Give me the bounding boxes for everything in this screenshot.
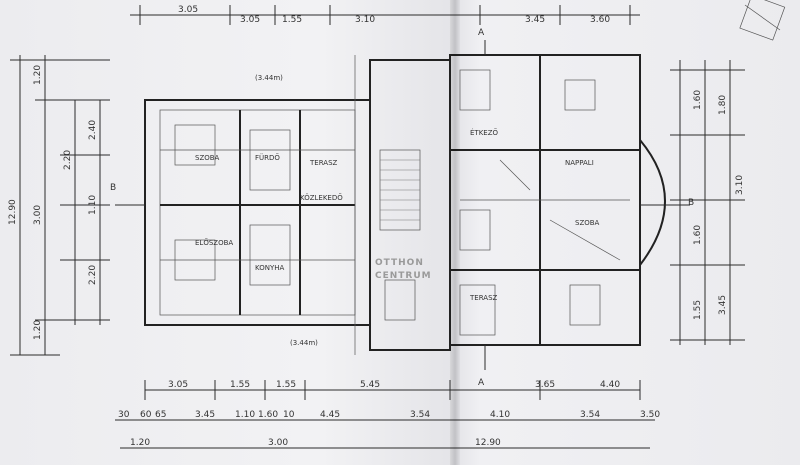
room-label-2: FÜRDŐ: [255, 153, 280, 162]
top-dim-5: 3.45: [525, 15, 545, 25]
bottom-dim-2: 1.55: [230, 380, 250, 390]
bottom-dim-19: 1.20: [130, 438, 150, 448]
bottom-dim-7: 30: [118, 410, 130, 420]
left-dimension-chain: 1.20 2.40 2.20 1.10 3.00 1.20 2.20 12.90: [8, 55, 110, 356]
stamp-line-1: OTTHON: [375, 258, 424, 268]
paper-fold: [450, 0, 460, 465]
section-mark-b-right: B: [688, 198, 694, 208]
room-label-5: ELŐSZOBA: [195, 238, 233, 247]
annotation-top: (3.44m): [255, 74, 283, 82]
room-label-1: SZOBA: [195, 154, 220, 162]
top-dim-3: 1.55: [282, 15, 302, 25]
section-mark-a-bottom: A: [478, 378, 485, 388]
bottom-dim-18: 3.50: [640, 410, 660, 420]
left-dim-3: 2.20: [63, 150, 73, 170]
left-dim-7: 2.20: [88, 265, 98, 285]
section-markers: B B A A: [110, 28, 694, 388]
right-dim-2: 1.80: [718, 95, 728, 115]
bottom-dim-1: 3.05: [168, 380, 188, 390]
right-dim-5: 1.55: [693, 300, 703, 320]
right-dim-1: 1.60: [693, 90, 703, 110]
stamp-line-2: CENTRUM: [375, 271, 432, 281]
left-total-dim: 12.90: [8, 199, 18, 225]
room-labels: SZOBA FÜRDŐ TERASZ KÖZLEKEDŐ ELŐSZOBA KO…: [195, 128, 600, 302]
room-label-10: SZOBA: [575, 219, 600, 227]
top-dim-1: 3.05: [178, 5, 198, 15]
room-label-3: TERASZ: [309, 159, 338, 167]
top-dim-2: 3.05: [240, 15, 260, 25]
bottom-dim-17: 3.54: [580, 410, 600, 420]
bottom-dim-15: 3.54: [410, 410, 430, 420]
annotation-bottom: (3.44m): [290, 339, 318, 347]
right-dim-4: 1.60: [693, 225, 703, 245]
left-dim-6: 1.20: [33, 320, 43, 340]
room-label-8: NAPPALI: [565, 159, 594, 167]
north-arrow-icon: [739, 0, 786, 41]
bottom-dim-16: 4.10: [490, 410, 510, 420]
bottom-dim-13: 10: [283, 410, 295, 420]
left-wing: [144, 99, 371, 326]
left-dim-1: 1.20: [33, 65, 43, 85]
bottom-dimension-chain: 3.05 1.55 1.55 5.45 3.65 4.40 30 60 65 3…: [115, 380, 660, 449]
bottom-dim-14: 4.45: [320, 410, 340, 420]
top-dimension-chain: 3.05 3.05 1.55 3.10 3.45 3.60: [130, 5, 640, 25]
bottom-dim-20: 3.00: [268, 438, 288, 448]
room-label-6: KONYHA: [255, 264, 284, 272]
room-label-7: ÉTKEZŐ: [470, 128, 499, 137]
section-mark-b-left: B: [110, 183, 116, 193]
right-dim-6: 3.45: [718, 295, 728, 315]
bottom-dim-3: 1.55: [276, 380, 296, 390]
bottom-dim-21: 12.90: [475, 438, 501, 448]
left-dim-5: 3.00: [33, 205, 43, 225]
bottom-dim-8: 60: [140, 410, 152, 420]
right-dim-3: 3.10: [735, 175, 745, 195]
section-mark-a-top: A: [478, 28, 485, 38]
bottom-dim-10: 3.45: [195, 410, 215, 420]
right-dimension-chain: 1.60 1.80 3.10 1.60 1.55 3.45: [670, 60, 745, 345]
bottom-dim-4: 5.45: [360, 380, 380, 390]
top-dim-4: 3.10: [355, 15, 375, 25]
bottom-dim-12: 1.60: [258, 410, 278, 420]
room-label-9: TERASZ: [469, 294, 498, 302]
left-dim-2: 2.40: [88, 120, 98, 140]
stair-core: [354, 55, 451, 355]
room-label-4: KÖZLEKEDŐ: [300, 193, 343, 202]
bottom-dim-9: 65: [155, 410, 166, 420]
right-wing: [449, 54, 666, 346]
bottom-dim-11: 1.10: [235, 410, 255, 420]
top-dim-6: 3.60: [590, 15, 610, 25]
left-dim-4: 1.10: [88, 195, 98, 215]
bottom-dim-5: 3.65: [535, 380, 555, 390]
bottom-dim-6: 4.40: [600, 380, 620, 390]
